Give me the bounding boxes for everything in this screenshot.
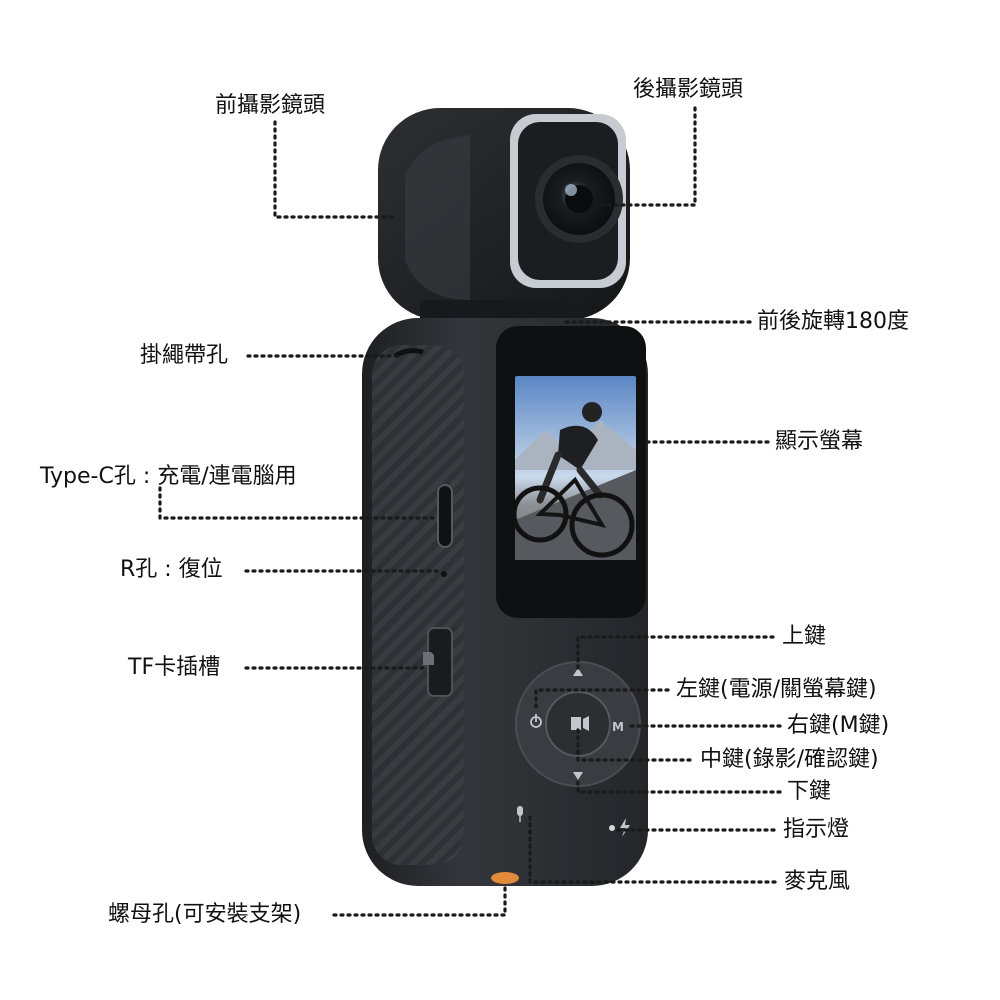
label-indicator: 指示燈 <box>783 817 850 842</box>
tripod-mount <box>491 872 519 884</box>
display-screen <box>496 326 646 618</box>
label-reset-hole: R孔 : 復位 <box>120 557 223 582</box>
rear-lens <box>510 114 626 288</box>
leader-lines <box>158 106 782 917</box>
power-icon <box>530 714 542 728</box>
leader-left-key <box>534 688 670 714</box>
label-microphone: 麥克風 <box>784 869 851 894</box>
label-front-camera: 前攝影鏡頭 <box>215 93 326 118</box>
reset-hole <box>441 571 447 577</box>
label-display: 顯示螢幕 <box>775 429 864 454</box>
leader-front-camera <box>273 120 394 219</box>
label-up-key: 上鍵 <box>782 624 827 649</box>
label-tf-slot: TF卡插槽 <box>128 655 221 680</box>
leader-tripod <box>332 882 507 917</box>
leader-center-key <box>576 728 692 762</box>
label-rotation: 前後旋轉180度 <box>757 309 909 334</box>
mic-icon <box>517 806 523 822</box>
label-tripod-mount: 螺母孔(可安裝支架) <box>108 902 302 927</box>
label-usb-c: Type-C孔 : 充電/連電腦用 <box>40 464 297 489</box>
label-rear-camera: 後攝影鏡頭 <box>633 77 744 102</box>
lightning-icon <box>620 818 630 837</box>
record-icon <box>571 716 589 731</box>
leader-microphone <box>528 813 777 884</box>
m-icon: M <box>612 720 624 734</box>
label-center-key: 中鍵(錄影/確認鍵) <box>700 747 879 772</box>
label-down-key: 下鍵 <box>787 779 832 804</box>
label-left-key: 左鍵(電源/關螢幕鍵) <box>676 677 877 702</box>
leader-usb-c <box>158 486 439 520</box>
leader-down-key <box>576 780 782 794</box>
label-lanyard-hole: 掛繩帶孔 <box>140 343 229 368</box>
leader-rear-camera <box>588 106 697 207</box>
sd-card-icon <box>423 652 434 665</box>
label-right-key: 右鍵(M鍵) <box>787 713 890 738</box>
usb-c-port <box>437 484 453 548</box>
indicator-light <box>609 825 615 831</box>
leader-up-key <box>576 635 775 672</box>
